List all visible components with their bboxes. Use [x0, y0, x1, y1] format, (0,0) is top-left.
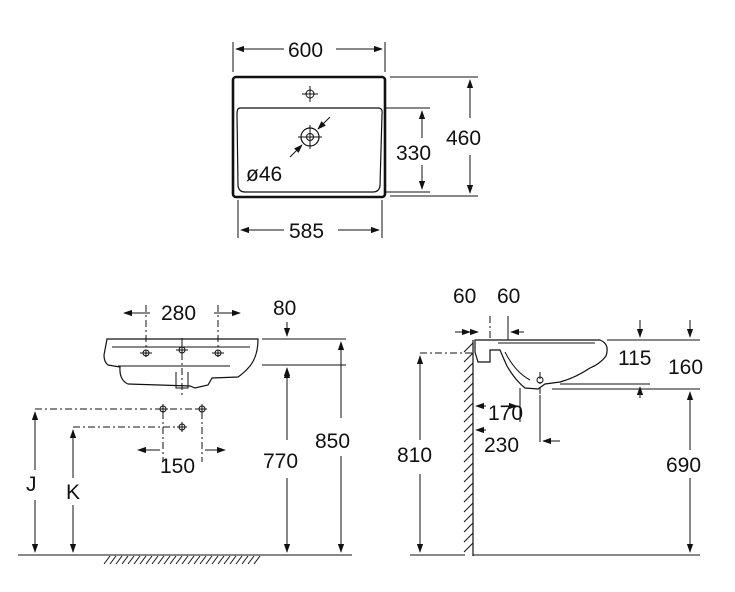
top-view: ø46 600 460 330 585: [231, 39, 481, 243]
front-floor: [18, 554, 352, 565]
front-view: 280 80 150 J K: [18, 297, 352, 565]
dim-depth-115: 115: [618, 347, 651, 370]
dim-depth-460: 460: [446, 127, 481, 150]
dim-wall-60-a: 60: [453, 285, 476, 308]
hole-diameter-label: ø46: [246, 163, 282, 186]
dim-offset-170: 170: [488, 402, 523, 425]
drain-hole: [289, 116, 331, 158]
dim-rim-80: 80: [273, 297, 296, 320]
dim-width-600: 600: [288, 39, 323, 62]
dim-label-j: J: [26, 473, 37, 496]
dim-wall-60-b: 60: [497, 285, 520, 308]
side-basin-profile: [474, 339, 608, 390]
basin-inner-bowl: [236, 107, 383, 193]
dim-waste-span-150: 150: [160, 455, 195, 478]
front-basin-profile: [103, 338, 259, 389]
dim-height-810: 810: [397, 444, 432, 467]
dim-basin-depth-330: 330: [396, 142, 431, 165]
dim-basin-width-585: 585: [289, 220, 324, 243]
side-wall: [410, 340, 700, 556]
dim-height-690: 690: [666, 454, 701, 477]
dim-offset-230: 230: [484, 434, 519, 457]
dim-height-850: 850: [315, 430, 350, 453]
tap-hole: [302, 86, 318, 102]
dim-height-770: 770: [263, 450, 298, 473]
side-view: 60 60 115 160 810 690 170 230: [397, 285, 703, 556]
dim-depth-160: 160: [668, 356, 703, 379]
front-waste-marks: [158, 404, 207, 432]
dim-label-k: K: [66, 481, 80, 504]
dim-tap-span-280: 280: [161, 302, 196, 325]
basin-outer-outline: [231, 75, 387, 199]
